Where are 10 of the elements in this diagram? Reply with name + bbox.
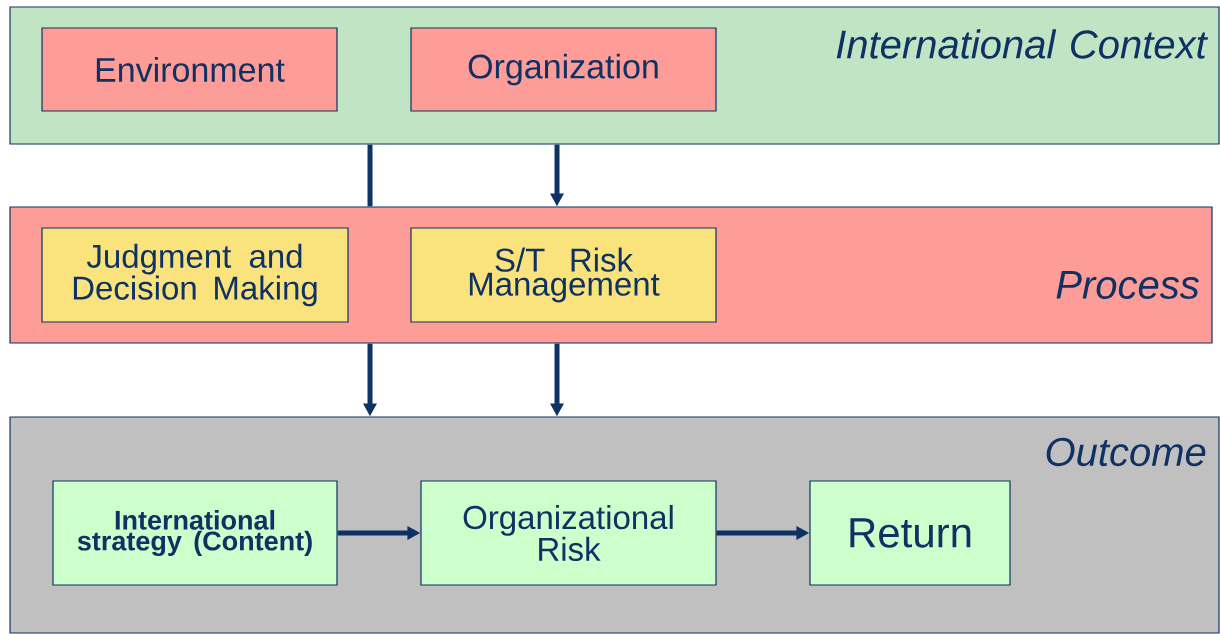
process-box: International strategy (Content) (52, 480, 338, 586)
process-box: Environment (41, 27, 338, 112)
panel-heading: Outcome (1046, 437, 1206, 467)
process-box: Organization (410, 27, 717, 112)
process-box: Return (809, 480, 1011, 586)
process-box: S/T Risk Management (410, 227, 717, 323)
panel-heading: Process (1056, 271, 1199, 299)
process-box: Organizational Risk (420, 480, 717, 586)
panel-heading: International Context (836, 29, 1209, 59)
process-box: Judgment and Decision Making (41, 227, 349, 323)
